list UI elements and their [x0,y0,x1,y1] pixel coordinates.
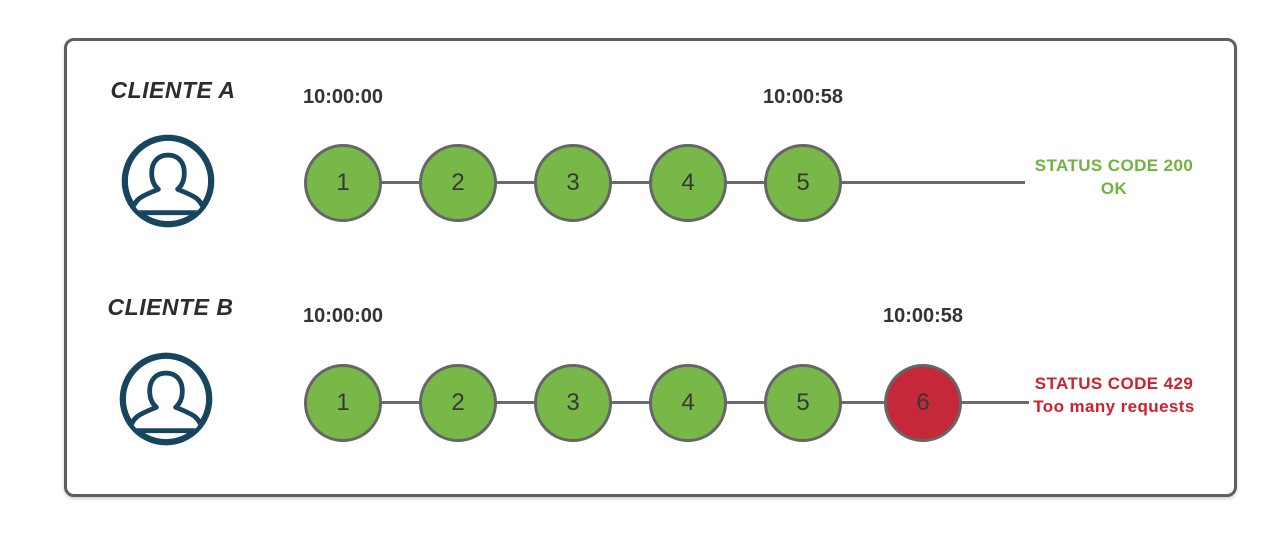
status-code-429: STATUS CODE 429 Too many requests [1027,372,1201,418]
client-a-label: CLIENTE A [110,77,236,103]
request-circle-blocked: 6 [884,364,962,442]
request-number: 5 [796,169,810,196]
request-number: 6 [916,389,930,416]
request-number: 3 [566,389,580,416]
request-circle: 5 [764,364,842,442]
client-b-end-timestamp: 10:00:58 [882,305,964,327]
request-number: 2 [451,389,465,416]
client-a-end-timestamp: 10:00:58 [762,86,844,108]
request-number: 3 [566,169,580,196]
request-circle: 2 [419,364,497,442]
status-message-line: Too many requests [1033,397,1195,416]
request-circle: 2 [419,144,497,222]
request-circle: 5 [764,144,842,222]
request-number: 4 [681,389,695,416]
client-b-label: CLIENTE B [107,294,234,320]
request-circle: 4 [649,144,727,222]
request-number: 1 [336,389,350,416]
request-number: 4 [681,169,695,196]
request-circle: 4 [649,364,727,442]
user-avatar-icon [120,133,216,229]
client-a-start-timestamp: 10:00:00 [302,86,384,108]
request-circle: 3 [534,144,612,222]
request-number: 1 [336,169,350,196]
status-code-200: STATUS CODE 200 OK [1029,154,1199,200]
request-circle: 3 [534,364,612,442]
status-code-line: STATUS CODE 429 [1034,374,1194,393]
diagram-panel: CLIENTE A 10:00:00 10:00:58 1 2 3 4 [64,38,1237,497]
request-circle: 1 [304,364,382,442]
request-number: 2 [451,169,465,196]
status-message-line: OK [1100,179,1128,198]
status-code-line: STATUS CODE 200 [1034,156,1194,175]
client-b-start-timestamp: 10:00:00 [302,305,384,327]
request-number: 5 [796,389,810,416]
request-circle: 1 [304,144,382,222]
user-avatar-icon [118,351,214,447]
